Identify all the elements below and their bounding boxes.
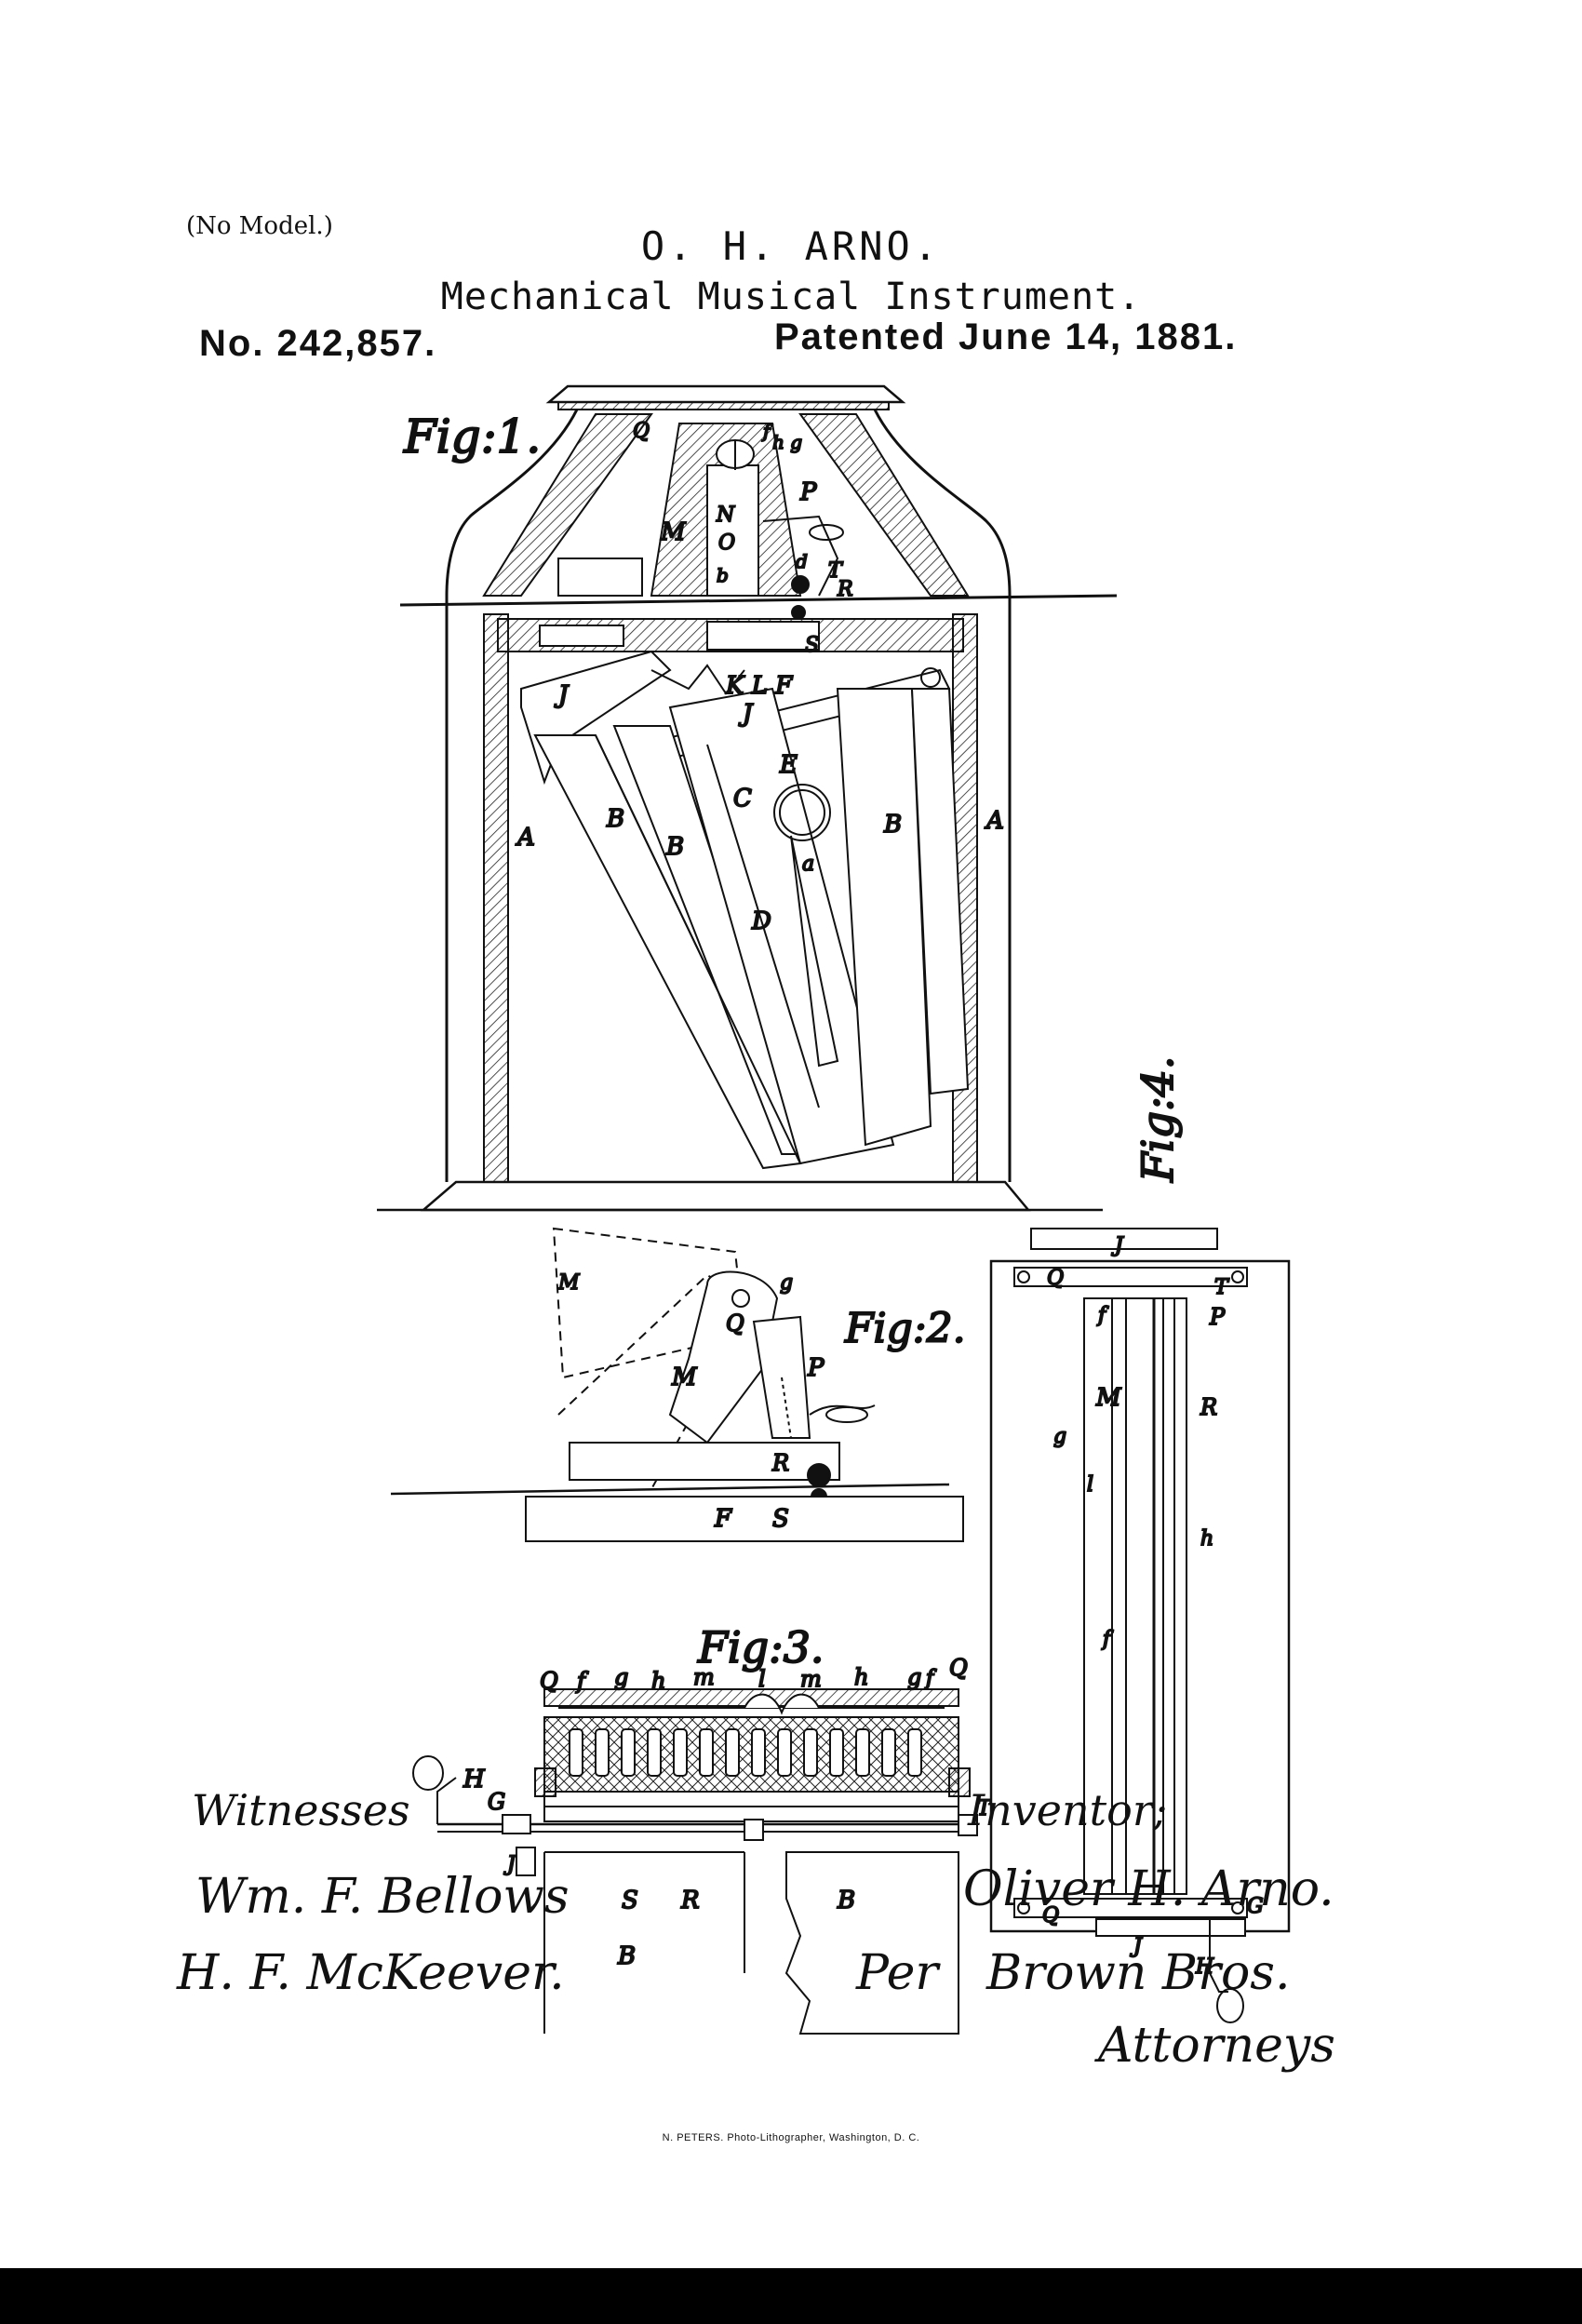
svg-text:Q: Q <box>949 1655 968 1681</box>
per-label: Per <box>856 1945 939 2001</box>
svg-text:A: A <box>516 824 535 852</box>
svg-text:S: S <box>805 634 819 657</box>
fig1-drawing: Fig:1. Q f h g P M N O b d T R S J K L F… <box>377 384 1118 1212</box>
svg-text:T: T <box>1214 1276 1230 1299</box>
inventor-label: Inventor; <box>968 1785 1168 1835</box>
svg-text:g: g <box>614 1664 628 1690</box>
svg-text:a: a <box>802 853 814 876</box>
patent-date: Patented June 14, 1881. <box>774 316 1238 357</box>
patent-number: No. 242,857. <box>199 323 437 364</box>
svg-text:m: m <box>693 1664 715 1690</box>
svg-text:K L F: K L F <box>725 672 793 700</box>
witnesses-label: Witnesses <box>192 1785 410 1835</box>
svg-text:g: g <box>1053 1425 1066 1448</box>
fig2-label: Fig:2. <box>845 1312 846 1313</box>
svg-text:B: B <box>606 805 624 833</box>
attorneys-label: Attorneys <box>1098 2018 1335 2074</box>
witness-signature-1: Wm. F. Bellows <box>195 1869 570 1925</box>
svg-text:h: h <box>854 1664 868 1690</box>
witness-signature-2: H. F. McKeever. <box>177 1945 565 2001</box>
attorneys-signature: Brown Bros. <box>986 1945 1291 2001</box>
svg-text:G: G <box>1247 1895 1264 1918</box>
svg-text:h: h <box>1200 1527 1213 1551</box>
svg-text:Q: Q <box>1042 1904 1059 1928</box>
svg-text:Q: Q <box>540 1668 558 1694</box>
lithographer-credit: N. PETERS. Photo-Lithographer, Washingto… <box>662 2132 920 2143</box>
svg-text:d: d <box>796 550 808 572</box>
svg-text:Fig:1.: Fig:1. <box>403 410 541 463</box>
svg-text:R: R <box>1200 1394 1217 1420</box>
svg-text:Q: Q <box>1047 1267 1064 1290</box>
svg-text:R: R <box>771 1450 789 1476</box>
scan-edge-bar <box>0 2268 1582 2324</box>
fig1-label: Fig:1. <box>404 419 405 420</box>
svg-text:R: R <box>680 1887 700 1914</box>
svg-text:A: A <box>985 807 1004 835</box>
svg-text:M: M <box>671 1364 698 1391</box>
svg-text:F: F <box>714 1505 732 1533</box>
svg-text:B: B <box>617 1942 636 1970</box>
svg-text:S: S <box>622 1887 638 1914</box>
svg-text:S: S <box>772 1505 789 1533</box>
svg-text:l: l <box>1087 1473 1093 1497</box>
inventor-signature: Oliver H. Arno. <box>963 1861 1334 1917</box>
svg-text:g: g <box>780 1271 793 1295</box>
svg-text:B: B <box>883 811 902 839</box>
fig3-drawing: Fig:3. Q f g h m l m h g f Q H G J J T S… <box>412 1621 1006 2035</box>
svg-text:N: N <box>716 504 735 527</box>
svg-text:P: P <box>1209 1304 1226 1330</box>
svg-text:Q: Q <box>726 1310 744 1337</box>
svg-text:P: P <box>799 478 817 506</box>
svg-text:E: E <box>779 751 798 779</box>
patent-title: Mechanical Musical Instrument. <box>440 275 1142 318</box>
svg-text:h: h <box>651 1668 665 1694</box>
svg-text:M: M <box>557 1271 580 1295</box>
svg-text:m: m <box>800 1666 822 1692</box>
svg-text:Q: Q <box>633 420 650 443</box>
svg-text:Fig:2.: Fig:2. <box>844 1305 966 1352</box>
svg-text:M: M <box>1095 1384 1122 1412</box>
svg-text:b: b <box>717 564 729 586</box>
svg-text:R: R <box>837 578 853 601</box>
svg-text:f: f <box>924 1667 937 1690</box>
svg-text:h g: h g <box>772 431 802 453</box>
svg-text:D: D <box>751 907 771 935</box>
svg-text:T: T <box>828 559 844 583</box>
svg-text:Fig:3.: Fig:3. <box>697 1622 824 1672</box>
svg-text:M: M <box>660 518 687 546</box>
svg-text:g: g <box>907 1664 921 1690</box>
svg-text:C: C <box>733 785 752 813</box>
svg-text:Fig:4.: Fig:4. <box>1133 1056 1183 1183</box>
inventor-heading: O. H. ARNO. <box>640 223 942 269</box>
svg-text:T: T <box>977 1797 993 1820</box>
svg-text:H: H <box>1195 1955 1214 1979</box>
svg-text:H: H <box>463 1766 486 1793</box>
fig3-label: Fig:3. <box>698 1629 699 1630</box>
svg-text:l: l <box>758 1666 766 1692</box>
svg-text:P: P <box>807 1354 825 1382</box>
svg-text:G: G <box>488 1789 505 1815</box>
no-model-label: (No Model.) <box>186 212 333 240</box>
svg-text:O: O <box>718 531 735 555</box>
fig4-drawing: Fig:4. J Q T P f M R g l h f Q G H J <box>989 1055 1291 2023</box>
fig2-drawing: Fig:2. M g Q M P R F S <box>390 1227 967 1542</box>
svg-text:B: B <box>665 833 684 861</box>
fig4-label: Fig:4. <box>1145 1089 1146 1090</box>
svg-text:B: B <box>837 1887 855 1914</box>
